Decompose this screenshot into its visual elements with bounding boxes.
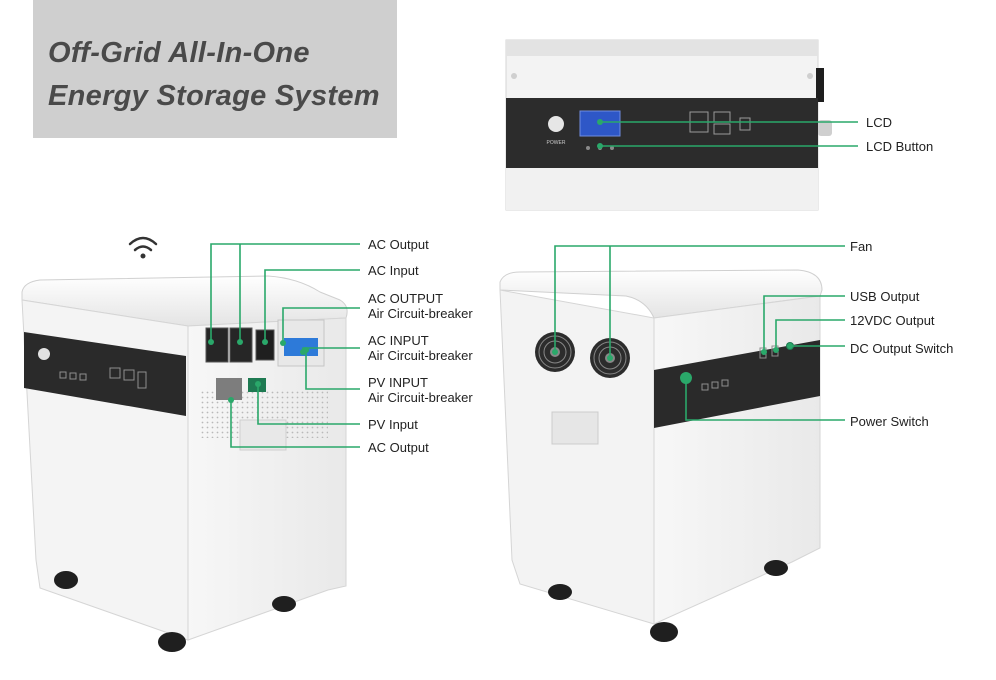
label-ac-output-breaker-1: AC OUTPUT	[368, 291, 444, 306]
right-unit	[499, 269, 823, 642]
ac-socket-2	[229, 327, 253, 363]
label-pv-input-breaker-2: Air Circuit-breaker	[368, 390, 473, 405]
side-handle	[816, 68, 824, 102]
breaker-switches	[284, 338, 318, 356]
label-dc-output-switch: DC Output Switch	[850, 341, 954, 356]
label-lcd-button: LCD Button	[866, 139, 934, 154]
side-knob	[818, 120, 832, 136]
control-band	[506, 98, 818, 168]
title-line-1: Off-Grid All-In-One	[48, 37, 310, 69]
label-12vdc-output: 12VDC Output	[850, 313, 935, 328]
left-unit	[21, 236, 348, 652]
label-fan: Fan	[850, 239, 873, 254]
handle-recess	[239, 419, 287, 451]
power-label: POWER	[547, 140, 566, 146]
label-lcd: LCD	[866, 115, 893, 130]
handle-recess	[551, 411, 599, 445]
screw-icon	[807, 73, 813, 79]
label-pv-input-breaker-1: PV INPUT	[368, 375, 428, 390]
label-usb-output: USB Output	[850, 289, 920, 304]
title-line-2: Energy Storage System	[48, 80, 380, 112]
leader-endpoints	[208, 119, 793, 403]
label-ac-output-top: AC Output	[368, 237, 429, 252]
label-ac-input-breaker-1: AC INPUT	[368, 333, 429, 348]
wheels	[54, 571, 296, 652]
label-ac-output-breaker-2: Air Circuit-breaker	[368, 306, 473, 321]
wheels	[548, 560, 788, 642]
power-button-icon	[548, 116, 564, 132]
top-panel-closeup: POWER	[505, 39, 832, 211]
title-box: Off-Grid All-In-One Energy Storage Syste…	[33, 0, 397, 138]
label-ac-input-breaker-2: Air Circuit-breaker	[368, 348, 473, 363]
screw-icon	[511, 73, 517, 79]
wifi-icon	[128, 236, 158, 252]
label-pv-input: PV Input	[368, 417, 418, 432]
label-ac-input: AC Input	[368, 263, 419, 278]
ac-socket-1	[205, 327, 229, 363]
label-power-switch: Power Switch	[850, 414, 929, 429]
leader-lines	[210, 121, 858, 448]
label-ac-output-bottom: AC Output	[368, 440, 429, 455]
pv-breaker	[216, 378, 242, 400]
